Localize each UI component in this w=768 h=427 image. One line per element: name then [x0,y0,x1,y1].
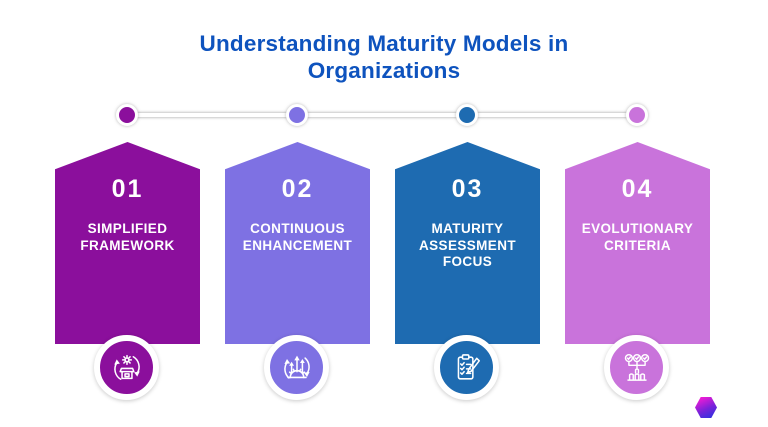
brand-hexagon-logo [695,397,717,418]
step-card-4: 04 EVOLUTIONARY CRITERIA [565,142,710,344]
approval-hierarchy-building-icon [604,335,669,400]
step-number: 01 [111,175,144,203]
timeline-dot-3 [456,104,478,126]
page-title-line1: Understanding Maturity Models in [199,31,569,56]
step-number: 04 [621,175,654,203]
timeline-dot-1 [116,104,138,126]
step-card-2: 02 CONTINUOUS ENHANCEMENT [225,142,370,344]
step-label: EVOLUTIONARY CRITERIA [581,221,694,253]
step-label: SIMPLIFIED FRAMEWORK [80,221,175,253]
checklist-pencil-icon [434,335,499,400]
gear-growth-arrows-icon [264,335,329,400]
step-label: MATURITY ASSESSMENT FOCUS [418,221,517,270]
timeline-dot-2 [286,104,308,126]
page-title: Understanding Maturity Models in Organiz… [0,31,768,84]
step-number: 03 [451,175,484,203]
step-label: CONTINUOUS ENHANCEMENT [242,221,353,253]
step-card-1: 01 SIMPLIFIED FRAMEWORK [55,142,200,344]
timeline-dot-4 [626,104,648,126]
page-title-line2: Organizations [307,57,461,83]
step-number: 02 [281,175,314,203]
process-cycle-gear-product-icon [94,335,159,400]
step-card-3: 03 MATURITY ASSESSMENT FOCUS [395,142,540,344]
timeline-connector-line [127,113,637,117]
